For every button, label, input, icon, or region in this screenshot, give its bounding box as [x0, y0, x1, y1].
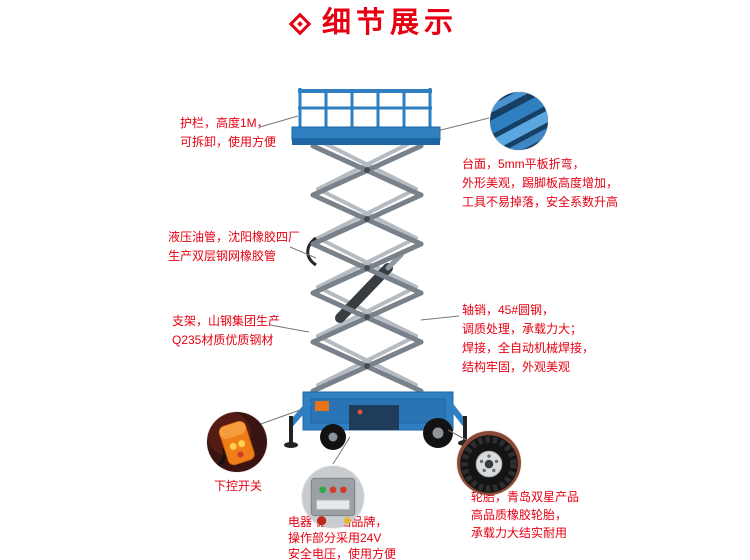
callout-text-line: 下控开关	[213, 479, 262, 493]
wheels	[320, 418, 453, 450]
chassis-base	[302, 391, 454, 431]
platform-deck	[291, 126, 441, 145]
hydraulic-hose-graphic	[306, 236, 317, 267]
remote-control-graphic	[207, 412, 267, 472]
callout-guardrail: 护栏，高度1M， 可拆卸，使用方便	[180, 114, 276, 152]
callout-text-line: 工具不易掉落，安全系数升高	[462, 195, 619, 209]
callout-axle-pin: 轴销，45#圆钢， 调质处理，承载力大； 焊接，全自动机械焊接， 结构牢固，外观…	[462, 301, 594, 377]
callout-lower-control: 下控开关	[205, 477, 271, 496]
detail-photo-electrics	[302, 466, 364, 528]
callout-text-line: 护栏，高度1M，	[180, 116, 269, 130]
railing-close-up-graphic	[490, 92, 548, 150]
page-title: 细节展示	[321, 7, 458, 39]
detail-photo-remote-control	[207, 412, 267, 472]
tire-graphic	[457, 431, 521, 495]
diamond-icon	[288, 12, 312, 36]
callout-hydraulic-hose: 液压油管，沈阳橡胶四厂 生产双层钢网橡胶管	[168, 228, 300, 266]
scissor-pivot-pins	[364, 167, 370, 369]
platform-guardrail	[298, 88, 432, 128]
outriggers	[284, 400, 472, 448]
callout-text-line: 操作部分采用24V	[288, 531, 382, 545]
callout-text-line: 外形美观，踢脚板高度增加，	[462, 176, 619, 190]
callout-text-line: 结构牢固，外观美观	[462, 360, 571, 374]
scissor-arms-back	[316, 138, 418, 387]
callout-text-line: 可拆卸，使用方便	[180, 135, 277, 149]
page-header: 细节展示	[0, 7, 750, 40]
callout-text-line: 液压油管，沈阳橡胶四厂	[168, 230, 301, 244]
callout-text-line: Q235材质优质钢材	[172, 333, 274, 347]
callout-platform: 台面，5mm平板折弯， 外形美观，踢脚板高度增加， 工具不易掉落，安全系数升高	[462, 155, 618, 212]
detail-photo-tire	[457, 431, 521, 495]
callout-tires: 轮胎，青岛双星产品 高品质橡胶轮胎， 承载力大结实耐用	[471, 488, 579, 542]
callout-leader-lines	[257, 115, 490, 465]
detail-photo-railing	[490, 92, 548, 150]
hydraulic-cylinder	[335, 252, 404, 323]
callout-text-line: 承载力大结实耐用	[471, 526, 568, 540]
callout-text-line: 台面，5mm平板折弯，	[462, 157, 585, 171]
callout-text-line: 焊接，全自动机械焊接，	[462, 341, 595, 355]
callout-text-line: 轴销，45#圆钢，	[462, 303, 555, 317]
electric-panel-graphic	[302, 466, 364, 528]
callout-text-line: 生产双层钢网橡胶管	[168, 249, 277, 263]
callout-text-line: 支架，山钢集团生产	[172, 314, 281, 328]
callout-text-line: 调质处理，承载力大；	[462, 322, 583, 336]
diamond-icon-inner	[297, 21, 303, 27]
callout-support-frame: 支架，山钢集团生产 Q235材质优质钢材	[172, 312, 280, 350]
scissor-arms-front	[310, 143, 424, 394]
callout-text-line: 高品质橡胶轮胎，	[471, 508, 568, 522]
callout-text-line: 安全电压，使用方便	[288, 547, 397, 560]
